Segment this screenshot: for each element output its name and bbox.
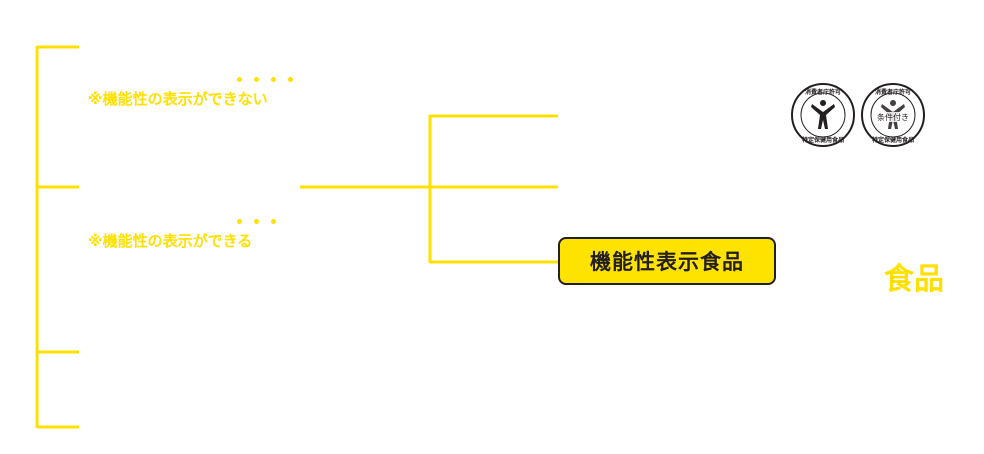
seal-top-text: 消費者庁許可 (875, 88, 911, 96)
food-category-label: 食品 (884, 262, 944, 297)
note-cannot-display: ※機能性の表示ができない (88, 90, 268, 108)
emphasis-dot (271, 219, 276, 224)
tokuho-seal-icon: 消費者庁許可 特定保健用食品 (791, 83, 855, 147)
emphasis-dot (237, 219, 242, 224)
emphasis-dot (288, 77, 293, 82)
emphasis-dot (254, 219, 259, 224)
emphasis-dot (237, 77, 242, 82)
seal-bottom-text: 特定保健用食品 (872, 136, 914, 144)
emphasis-dot (254, 77, 259, 82)
emphasis-dot (271, 77, 276, 82)
seal-center-text: 条件付き (877, 112, 909, 122)
conditional-tokuho-seal-icon: 条件付き 消費者庁許可 特定保健用食品 (861, 83, 925, 147)
functional-food-label-box: 機能性表示食品 (558, 237, 776, 285)
seal-top-text: 消費者庁許可 (805, 88, 841, 96)
note-can-display: ※機能性の表示ができる (88, 232, 253, 250)
functional-food-label: 機能性表示食品 (590, 250, 744, 274)
seal-bottom-text: 特定保健用食品 (802, 136, 844, 144)
